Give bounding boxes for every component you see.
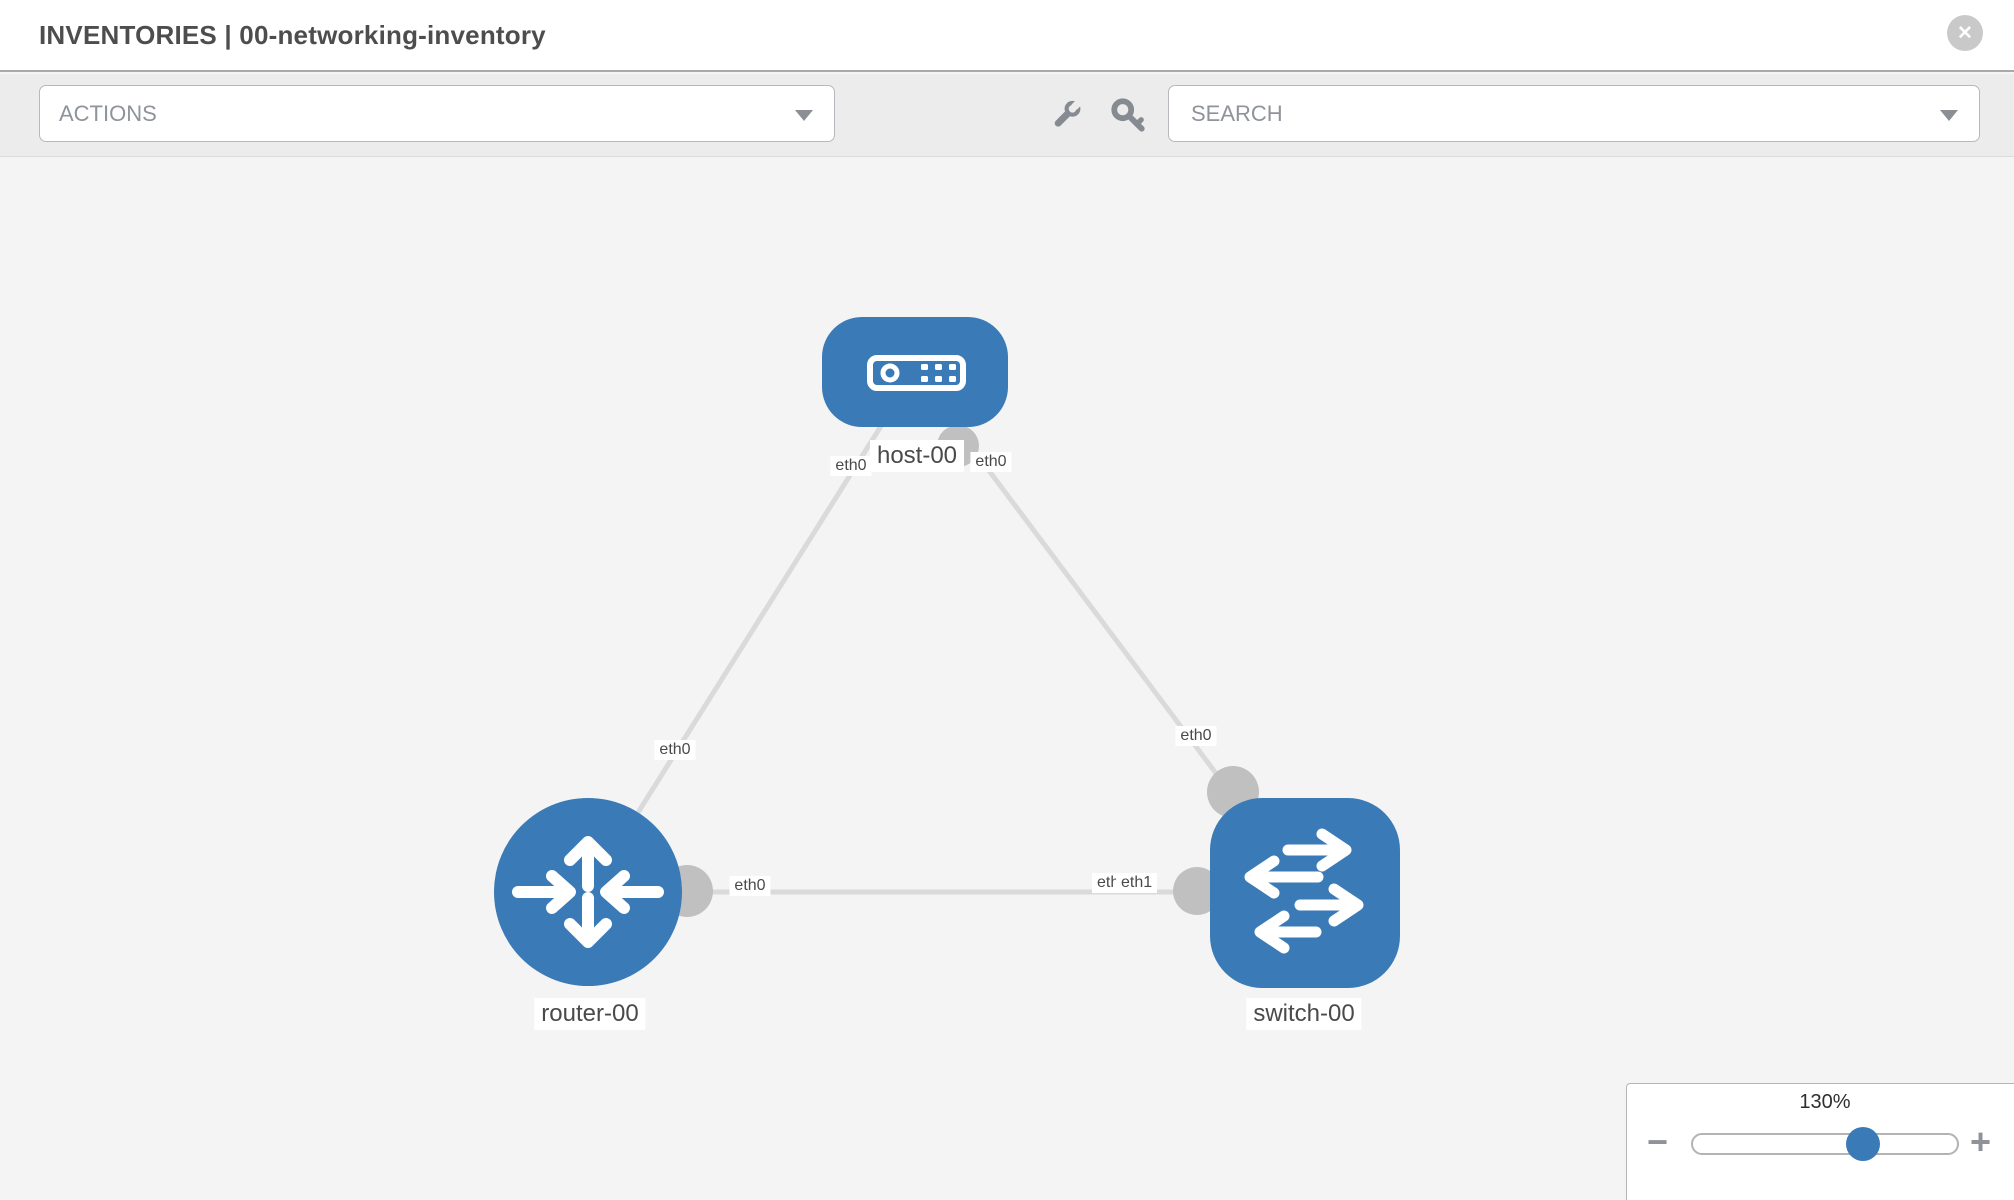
key-icon: [1111, 98, 1145, 132]
chevron-down-icon: [1940, 110, 1958, 121]
node-router-00[interactable]: [494, 798, 682, 986]
zoom-in-button[interactable]: +: [1970, 1121, 1992, 1162]
page-title: INVENTORIES | 00-networking-inventory: [39, 20, 546, 50]
close-button[interactable]: ✕: [1947, 15, 1983, 51]
interface-label: eth0: [654, 740, 696, 760]
interface-dot-switch-eth1[interactable]: [1173, 867, 1221, 915]
interface-label: eth0: [970, 452, 1012, 472]
actions-dropdown[interactable]: ACTIONS: [39, 85, 835, 142]
node-label-router: router-00: [534, 998, 646, 1030]
interface-label: eth1: [1116, 873, 1158, 893]
key-button[interactable]: [1109, 96, 1147, 134]
node-switch-00[interactable]: [1210, 798, 1400, 988]
search-dropdown[interactable]: SEARCH: [1168, 85, 1980, 142]
node-label-switch: switch-00: [1246, 998, 1362, 1030]
zoom-level: 130%: [1799, 1091, 1851, 1113]
zoom-slider[interactable]: [1691, 1127, 1959, 1161]
interface-label: eth0: [729, 876, 771, 896]
actions-dropdown-label: ACTIONS: [59, 100, 157, 126]
node-label-host: host-00: [869, 440, 965, 472]
toolbar: ACTIONS SEARCH: [0, 74, 2014, 157]
zoom-slider-handle[interactable]: [1846, 1127, 1880, 1161]
window-header: INVENTORIES | 00-networking-inventory: [0, 0, 2014, 72]
host-icon: [867, 355, 966, 391]
chevron-down-icon: [795, 110, 813, 121]
node-host-00[interactable]: [822, 317, 1008, 427]
wrench-button[interactable]: [1047, 96, 1085, 134]
wrench-icon: [1054, 99, 1083, 127]
zoom-out-button[interactable]: −: [1647, 1121, 1669, 1162]
interface-label: eth0: [1175, 726, 1217, 746]
router-icon: [512, 836, 664, 948]
close-icon: ✕: [1957, 22, 1973, 44]
switch-icon: [1244, 828, 1364, 954]
search-placeholder: SEARCH: [1191, 100, 1283, 126]
interface-label: eth0: [830, 456, 872, 476]
zoom-control-panel: 130% − +: [1626, 1083, 2014, 1200]
